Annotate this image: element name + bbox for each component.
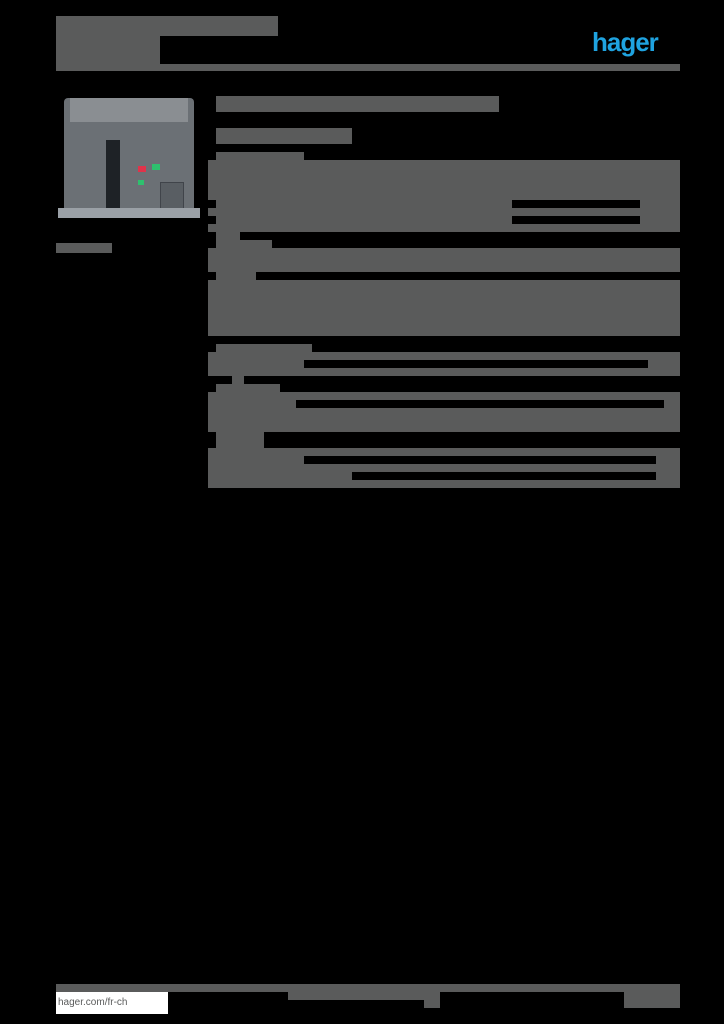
footer-legal-text-2 xyxy=(424,1000,440,1008)
product-caption xyxy=(56,243,112,253)
row-gap xyxy=(208,216,216,224)
spec-table-6 xyxy=(208,448,680,488)
footer-rule xyxy=(56,984,680,992)
breaker-top xyxy=(70,98,188,122)
product-subheading xyxy=(216,128,352,144)
trip-unit-panel xyxy=(160,182,184,210)
off-button-icon xyxy=(138,166,146,172)
section-label-4 xyxy=(216,344,312,354)
spec-table-2 xyxy=(208,248,680,272)
row-gap xyxy=(208,200,216,208)
footer-legal-text xyxy=(288,992,440,1000)
breaker-slot xyxy=(106,140,120,208)
spec-table-3 xyxy=(208,280,680,336)
breaker-base xyxy=(58,208,200,218)
document-title xyxy=(56,16,278,36)
spec-row-divider xyxy=(512,216,640,224)
spec-row-divider xyxy=(352,472,656,480)
section-label-1 xyxy=(216,152,304,162)
section-label-5 xyxy=(232,376,244,384)
spec-row-divider xyxy=(304,360,648,368)
spec-row-divider xyxy=(512,200,640,208)
document-subtitle xyxy=(56,36,160,64)
on-button-icon xyxy=(152,164,160,170)
product-image xyxy=(58,98,200,218)
spec-row-divider xyxy=(304,456,656,464)
product-heading xyxy=(216,96,499,112)
hager-logo: hager xyxy=(592,27,659,57)
section-label-3 xyxy=(216,272,256,280)
status-indicator-icon xyxy=(138,180,144,185)
footer-page-info xyxy=(624,992,680,1008)
header-rule xyxy=(56,64,680,71)
section-label-2 xyxy=(216,232,240,240)
section-label-6 xyxy=(216,432,264,448)
footer-url-link[interactable]: hager.com/fr-ch xyxy=(56,992,168,1014)
section-label-2b xyxy=(216,240,272,248)
spec-row-divider xyxy=(296,400,664,408)
section-label-5b xyxy=(216,384,280,392)
spec-table-5 xyxy=(208,392,680,432)
